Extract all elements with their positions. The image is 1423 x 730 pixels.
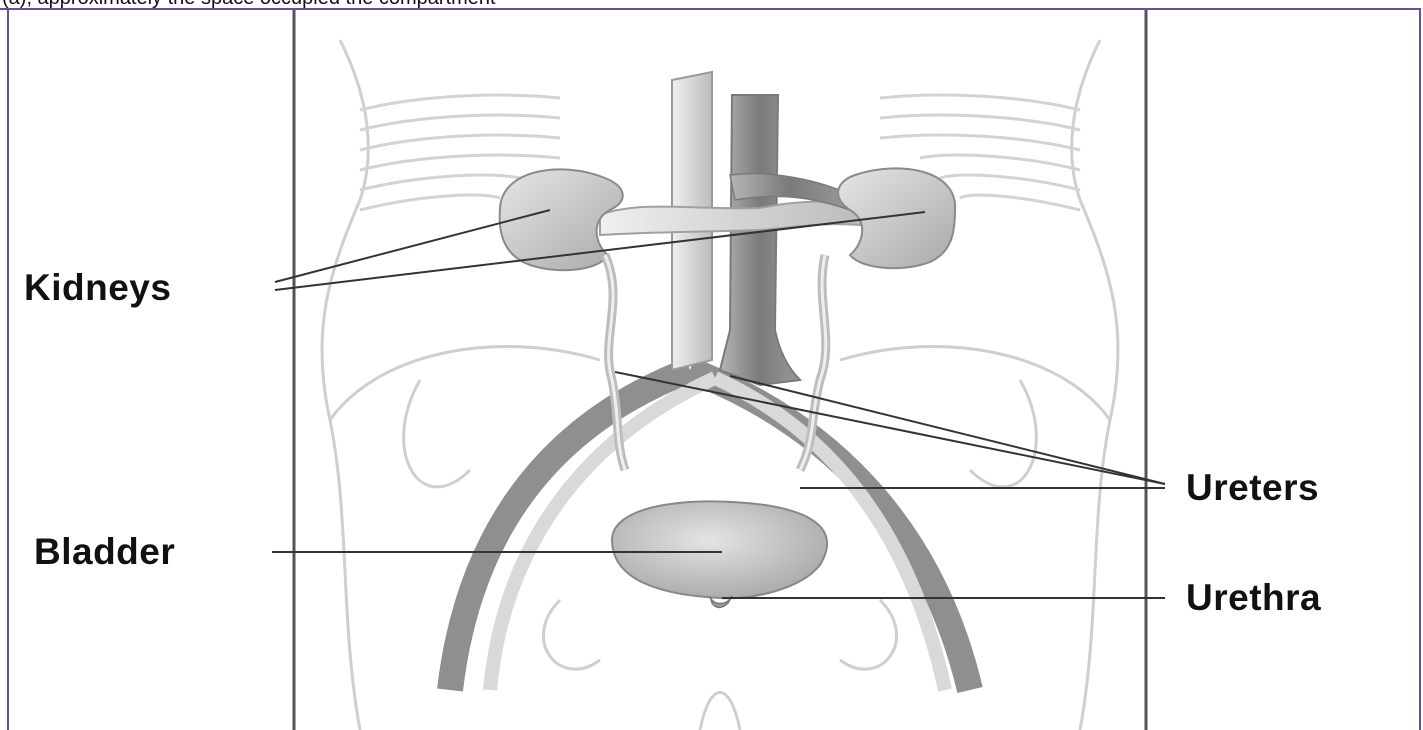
ribs	[360, 95, 1080, 210]
label-kidneys: Kidneys	[24, 267, 171, 308]
bladder-organ	[612, 501, 827, 607]
great-vessels	[600, 72, 860, 385]
label-urethra: Urethra	[1186, 577, 1321, 618]
label-bladder: Bladder	[34, 531, 175, 572]
label-ureters: Ureters	[1186, 467, 1319, 508]
